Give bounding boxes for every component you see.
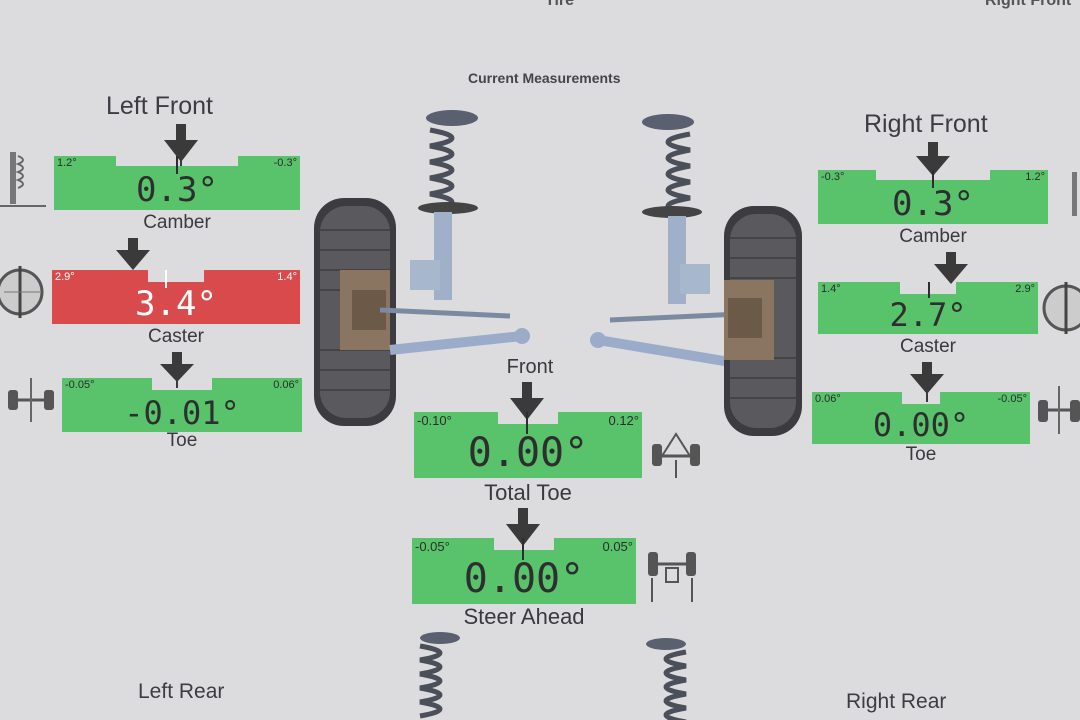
- left-front-toe-gauge: -0.05° 0.06° -0.01°: [62, 378, 302, 432]
- wheel-tire-icon: [724, 206, 802, 436]
- right-front-caster-gauge: 1.4° 2.9° 2.7°: [818, 282, 1038, 334]
- total-toe-max: 0.12°: [608, 413, 639, 428]
- caster-min: 2.9°: [55, 271, 75, 283]
- camber-max: 1.2°: [1025, 171, 1045, 183]
- strut-side-icon: [0, 152, 46, 207]
- right-front-toe-gauge: 0.06° -0.05° 0.00°: [812, 392, 1030, 444]
- current-measurements-title: Current Measurements: [468, 70, 621, 86]
- caster-max: 2.9°: [1015, 283, 1035, 295]
- caster-label: Caster: [900, 336, 956, 357]
- down-arrow-icon: [164, 124, 198, 168]
- total-toe-gauge: -0.10° 0.12° 0.00°: [414, 412, 642, 478]
- down-arrow-icon: [910, 362, 944, 402]
- down-arrow-icon: [160, 352, 194, 388]
- strut-side-icon: [1072, 172, 1077, 216]
- camber-value: 0.3°: [892, 184, 974, 224]
- toe-min: 0.06°: [815, 393, 841, 405]
- caster-max: 1.4°: [277, 271, 297, 283]
- caster-wheel-icon: [0, 266, 44, 318]
- right-rear-title: Right Rear: [846, 690, 947, 713]
- toe-value: -0.01°: [124, 394, 240, 432]
- caster-min: 1.4°: [821, 283, 841, 295]
- front-suspension-illustration: [314, 110, 802, 436]
- camber-label: Camber: [899, 226, 967, 247]
- camber-value: 0.3°: [136, 170, 218, 210]
- toe-max: 0.06°: [273, 379, 299, 391]
- wheel-tire-icon: [314, 198, 396, 426]
- strut-assembly-icon: [379, 110, 530, 355]
- caster-label: Caster: [148, 326, 204, 347]
- down-arrow-icon: [934, 252, 968, 284]
- toe-axle-icon: [1038, 386, 1080, 434]
- caster-value: 3.4°: [135, 284, 217, 324]
- right-front-camber-gauge: -0.3° 1.2° 0.3°: [818, 170, 1048, 224]
- left-rear-title: Left Rear: [138, 680, 225, 703]
- total-toe-min: -0.10°: [417, 413, 452, 428]
- caster-wheel-icon: [1042, 282, 1080, 334]
- strut-assembly-icon: [646, 638, 687, 720]
- strut-assembly-icon: [419, 632, 460, 719]
- camber-max: -0.3°: [273, 157, 297, 169]
- steer-ahead-gauge: -0.05° 0.05° 0.00°: [412, 538, 636, 604]
- left-front-title: Left Front: [106, 92, 213, 120]
- steer-ahead-label: Steer Ahead: [463, 604, 585, 629]
- steer-ahead-max: 0.05°: [602, 539, 633, 554]
- total-toe-value: 0.00°: [467, 430, 589, 476]
- toe-max: -0.05°: [997, 393, 1027, 405]
- toe-value: 0.00°: [872, 406, 970, 444]
- steer-ahead-value: 0.00°: [463, 556, 585, 602]
- strut-assembly-icon: [590, 114, 741, 367]
- toe-min: -0.05°: [65, 379, 95, 391]
- steering-axle-icon: [648, 552, 696, 602]
- toe-label: Toe: [905, 444, 937, 465]
- top-cut-heading-right: Right Front: [985, 0, 1072, 9]
- toe-label: Toe: [166, 430, 198, 451]
- top-cut-heading-left: Tire: [545, 0, 575, 9]
- caster-value: 2.7°: [889, 296, 967, 334]
- camber-min: 1.2°: [57, 157, 77, 169]
- toe-axle-icon: [8, 378, 54, 422]
- left-front-caster-gauge: 2.9° 1.4° 3.4°: [52, 270, 300, 324]
- steer-ahead-min: -0.05°: [415, 539, 450, 554]
- toe-axle-icon: [652, 432, 700, 478]
- total-toe-label: Total Toe: [484, 480, 572, 505]
- front-title: Front: [506, 356, 554, 378]
- camber-min: -0.3°: [821, 171, 845, 183]
- left-front-camber-gauge: 1.2° -0.3° 0.3°: [54, 156, 300, 210]
- down-arrow-icon: [116, 238, 150, 270]
- right-front-title: Right Front: [864, 110, 988, 138]
- camber-label: Camber: [143, 212, 211, 233]
